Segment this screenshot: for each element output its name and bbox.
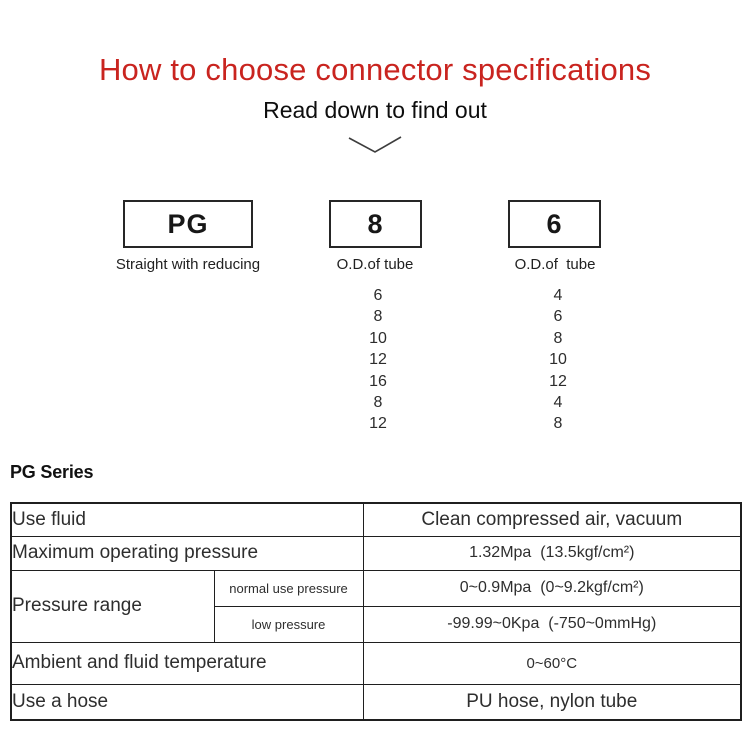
tube-od-option: 12 [369, 415, 387, 433]
code-box-size-8-label: 8 [367, 208, 384, 239]
table-row-use-a-hose: Use a hose PU hose, nylon tube [10, 683, 742, 721]
row-value: Clean compressed air, vacuum [362, 502, 742, 537]
series-heading: PG Series [10, 462, 94, 482]
caption-od-of-tube-8: O.D.of tube [336, 256, 414, 273]
code-box-size-8: 8 [329, 200, 422, 248]
code-box-size-6-label: 6 [546, 208, 563, 239]
row-label: Use fluid [10, 502, 364, 537]
page-title: How to choose connector specifications [98, 52, 652, 87]
row-label: Ambient and fluid temperature [10, 641, 364, 685]
tube-od-option: 10 [549, 351, 567, 369]
row-value: -99.99~0Kpa (-750~0mmHg) [362, 605, 742, 643]
tube-od-option: 4 [553, 287, 563, 304]
tube-od-option: 8 [373, 308, 383, 326]
chevron-down-icon [348, 136, 402, 153]
tube-od-option: 8 [373, 394, 383, 412]
row-label: Use a hose [10, 683, 364, 721]
page-subtitle: Read down to find out [263, 97, 487, 123]
tube-od-option: 8 [553, 329, 563, 347]
tube-od-option: 10 [369, 329, 387, 347]
row-sub-label: normal use pressure [213, 569, 364, 607]
tube-od-option: 12 [369, 351, 387, 369]
code-box-pg-label: PG [167, 208, 209, 239]
row-label: Maximum operating pressure [10, 535, 364, 571]
tube-od-option: 4 [553, 394, 563, 412]
table-row-use-fluid: Use fluid Clean compressed air, vacuum [10, 502, 742, 537]
table-row-ambient-temperature: Ambient and fluid temperature 0~60°C [10, 641, 742, 685]
table-row-pressure-range-low: low pressure -99.99~0Kpa (-750~0mmHg) [11, 605, 742, 643]
tube-od-options-column-8: 6 8 10 12 16 8 12 [350, 285, 406, 435]
tube-od-option: 16 [369, 372, 387, 390]
tube-od-options-column-6: 4 6 8 10 12 4 8 [530, 285, 586, 435]
table-row-pressure-range-normal: Pressure range normal use pressure 0~0.9… [10, 569, 742, 643]
row-label: Pressure range [10, 569, 215, 643]
row-value: 1.32Mpa (13.5kgf/cm²) [362, 535, 742, 571]
tube-od-option: 6 [373, 287, 383, 304]
code-box-pg: PG [123, 200, 253, 248]
table-row-max-operating-pressure: Maximum operating pressure 1.32Mpa (13.5… [10, 535, 742, 571]
pg-series-spec-table: Use fluid Clean compressed air, vacuum M… [10, 502, 743, 721]
tube-od-option: 6 [553, 308, 563, 326]
row-value: 0~60°C [362, 641, 742, 685]
caption-od-of-tube-6: O.D.of tube [514, 256, 596, 273]
tube-od-option: 8 [553, 415, 563, 433]
row-value: 0~0.9Mpa (0~9.2kgf/cm²) [362, 569, 742, 607]
tube-od-option: 12 [549, 372, 567, 390]
code-box-size-6: 6 [508, 200, 601, 248]
row-sub-label: low pressure [213, 605, 364, 643]
caption-straight-with-reducing: Straight with reducing [115, 256, 261, 273]
row-value: PU hose, nylon tube [362, 683, 742, 721]
